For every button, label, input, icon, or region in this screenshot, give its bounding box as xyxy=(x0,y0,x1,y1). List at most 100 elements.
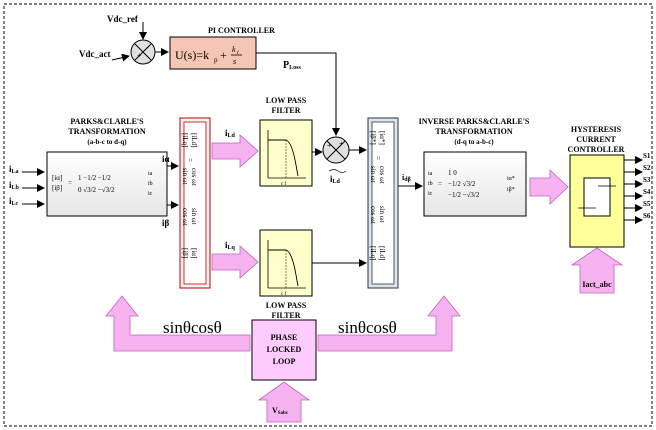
inverse-park-rotation-block: [iα*] [iβ*] = cos ωt sin ωt sin ωt cos ω… xyxy=(367,117,399,289)
svg-text:=: = xyxy=(186,158,194,162)
svg-text:ib: ib xyxy=(428,181,433,187)
sincos-feedback-arrow xyxy=(105,295,251,352)
arrow-iact-abc xyxy=(570,247,624,294)
pll-label-3: LOOP xyxy=(273,357,296,366)
parks-title-2: TRANSFORMATION xyxy=(68,127,145,136)
svg-text:0 √3/2 −√3/2: 0 √3/2 −√3/2 xyxy=(78,186,115,194)
parks-title-3: (a-b-c to d-q) xyxy=(87,138,127,146)
lpf-bottom-title-1: LOW PASS xyxy=(266,301,307,310)
svg-text:i: i xyxy=(237,50,239,56)
idq-label: idβ xyxy=(402,173,411,183)
svg-text:sin ωt: sin ωt xyxy=(190,208,198,225)
ila-label: iLa xyxy=(9,164,19,175)
svg-text:[iLq]: [iLq] xyxy=(369,246,377,260)
lpf-top-block: c f xyxy=(259,119,313,187)
svg-text:s: s xyxy=(233,57,236,66)
arrow-ilq xyxy=(211,245,259,279)
svg-text:[iα]: [iα] xyxy=(190,248,198,258)
svg-text:+: + xyxy=(339,139,344,148)
lpf-bottom-block: c f xyxy=(259,229,313,297)
svg-text:cos ωt: cos ωt xyxy=(190,168,198,186)
lpf-bottom-title-2: FILTER xyxy=(271,311,300,320)
ploss-label: PLoss xyxy=(283,60,301,71)
svg-text:cos ωt: cos ωt xyxy=(369,206,377,224)
inverse-clarke-block: ia ib ic = 1 0 −1/2 √3/2 −1/2 −√3/2 iα* … xyxy=(423,151,527,217)
switch-s4: S4 xyxy=(643,188,651,196)
svg-text:[iβ]: [iβ] xyxy=(52,184,62,192)
svg-text:[iα]: [iα] xyxy=(52,174,62,182)
svg-text:ia: ia xyxy=(148,171,153,177)
ild-tilde-label: iLd xyxy=(330,174,341,185)
switch-s5: S5 xyxy=(643,200,651,208)
svg-text:cos ωt: cos ωt xyxy=(181,208,189,226)
pll-label-1: PHASE xyxy=(271,333,298,342)
svg-text:sin ωt: sin ωt xyxy=(181,168,189,185)
svg-text:k: k xyxy=(232,45,236,54)
clarke-transform-block: [iα] [iβ] = 1 −1/2 −1/2 0 √3/2 −√3/2 ia … xyxy=(46,151,168,217)
svg-text:−1/2 −√3/2: −1/2 −√3/2 xyxy=(448,191,480,199)
vsabc-label: VSabc xyxy=(272,406,289,416)
i-alpha-label: iα xyxy=(162,154,170,164)
svg-text:[iα*]: [iα*] xyxy=(378,131,386,145)
sincos-right-label: sinθcosθ xyxy=(338,318,397,337)
svg-text:−1/2 √3/2: −1/2 √3/2 xyxy=(448,180,476,188)
switch-s2: S2 xyxy=(643,164,651,172)
svg-text:iα*: iα* xyxy=(507,176,515,182)
sum-junction-d: + + xyxy=(322,136,350,164)
sum-junction-vdc: - + xyxy=(130,39,156,65)
inv-title-2: TRANSFORMATION xyxy=(435,127,512,136)
pll-label-2: LOCKED xyxy=(267,345,302,354)
svg-text:p: p xyxy=(214,56,218,64)
inv-title-1: INVERSE PARKS&CLARLE'S xyxy=(419,117,530,126)
vdc-ref-label: Vdc_ref xyxy=(107,14,139,24)
svg-text:=: = xyxy=(438,180,442,188)
svg-text:+: + xyxy=(327,141,332,150)
svg-text:ib: ib xyxy=(148,181,153,187)
vdc-act-label: Vdc_act xyxy=(79,49,111,59)
svg-text:[iLd]: [iLd] xyxy=(190,133,198,147)
parks-title-1: PARKS&CLARLE'S xyxy=(70,117,144,126)
i-beta-label: iβ xyxy=(162,218,170,228)
hcc-title-2: CURRENT xyxy=(576,135,616,144)
svg-text:sin ωt: sin ωt xyxy=(378,206,386,223)
svg-text:1 0: 1 0 xyxy=(448,169,457,177)
svg-text:+: + xyxy=(137,51,142,60)
svg-text:[iLq]: [iLq] xyxy=(181,133,189,147)
svg-text:cos ωt: cos ωt xyxy=(378,166,386,184)
ilb-label: iLb xyxy=(9,180,20,191)
ild-label: iLd xyxy=(225,128,236,139)
pi-controller-title: PI CONTROLLER xyxy=(208,26,275,35)
svg-text:U(s)=k: U(s)=k xyxy=(175,48,209,62)
svg-text:[iLd]: [iLd] xyxy=(378,246,386,260)
switch-outputs xyxy=(624,156,643,224)
svg-text:ia: ia xyxy=(428,171,433,177)
ilq-label: iLq xyxy=(225,240,236,251)
svg-text:[iβ]: [iβ] xyxy=(181,248,189,258)
svg-text:ic: ic xyxy=(148,191,153,197)
switch-s3: S3 xyxy=(643,176,651,184)
svg-text:iβ*: iβ* xyxy=(507,187,515,193)
sincos-left-label: sinθcosθ xyxy=(163,318,222,337)
arrow-to-hcc xyxy=(529,169,569,205)
lpf-top-title-2: FILTER xyxy=(271,106,300,115)
svg-text:c f: c f xyxy=(281,292,286,297)
pll-block xyxy=(251,319,317,381)
park-rotation-block: [iLd] [iLq] = cos ωt sin ωt sin ωt cos ω… xyxy=(179,117,211,289)
svg-text:c f: c f xyxy=(281,182,286,187)
svg-text:1 −1/2 −1/2: 1 −1/2 −1/2 xyxy=(78,174,111,182)
lpf-top-title-1: LOW PASS xyxy=(266,96,307,105)
svg-text:+: + xyxy=(220,48,227,62)
hcc-title-3: CONTROLLER xyxy=(568,145,625,154)
svg-text:[iβ*]: [iβ*] xyxy=(369,131,377,145)
svg-text:=: = xyxy=(374,156,382,160)
svg-text:=: = xyxy=(68,179,72,187)
switch-s1: S1 xyxy=(643,152,651,160)
iact-abc-label: Iact_abc xyxy=(582,280,612,289)
arrow-vsabc xyxy=(257,381,311,423)
ilc-label: iLc xyxy=(9,196,19,207)
svg-text:sin ωt: sin ωt xyxy=(369,166,377,183)
switch-s6: S6 xyxy=(643,212,651,220)
arrow-ild xyxy=(211,134,259,168)
inv-title-3: (d-q to a-b-c) xyxy=(454,138,494,146)
